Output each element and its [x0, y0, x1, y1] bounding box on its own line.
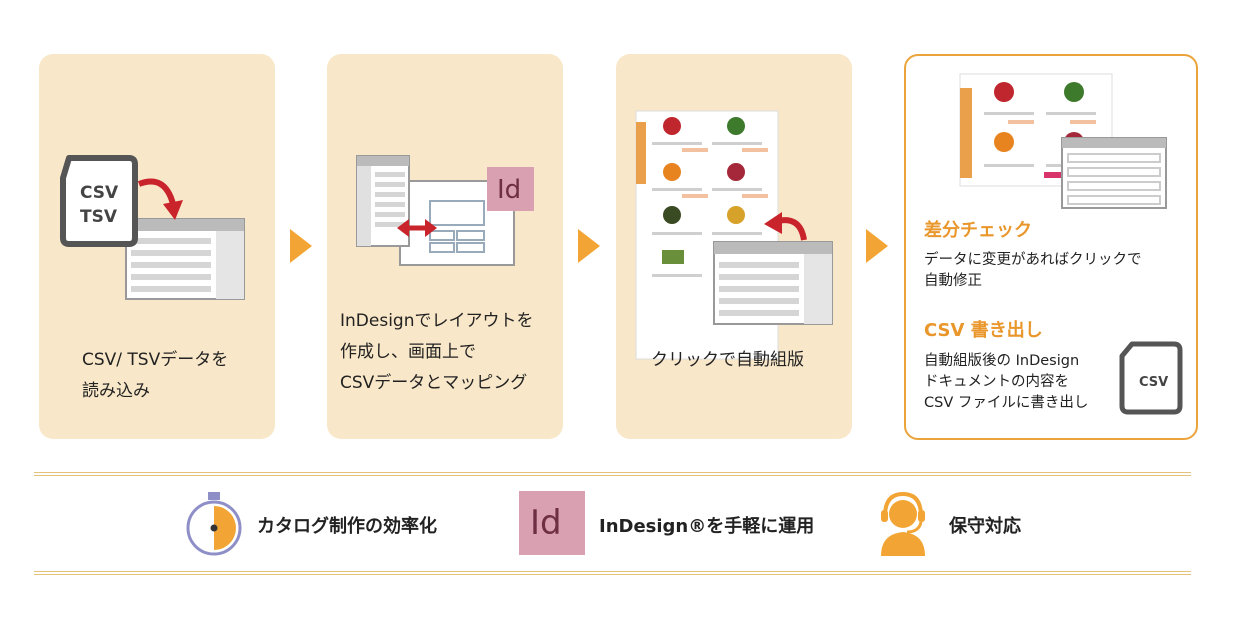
divider-top	[34, 472, 1191, 476]
csv-import-illustration	[60, 155, 245, 300]
layout-mapping-illustration	[356, 155, 534, 266]
step-1-caption: CSV/ TSVデータを 読み込み	[82, 350, 229, 401]
stopwatch-icon	[186, 492, 242, 556]
diff-check-heading: 差分チェック	[924, 220, 1032, 241]
divider-bottom	[34, 571, 1191, 575]
id-logo-text-step2: Id	[497, 175, 522, 205]
step-arrow-2	[578, 229, 600, 263]
headset-support-icon	[881, 491, 925, 556]
indesign-logo-text: Id	[530, 503, 562, 543]
feature-maintenance: 保守対応	[949, 516, 1021, 537]
indesign-logo-icon	[519, 491, 585, 555]
step-arrow-1	[290, 229, 312, 263]
tsv-file-label: TSV	[80, 207, 117, 227]
step-2-caption: InDesignでレイアウトを 作成し、画面上で CSVデータとマッピング	[340, 311, 534, 393]
feature-catalog-efficiency: カタログ制作の効率化	[257, 516, 437, 537]
csv-file-label-1: CSV	[80, 183, 119, 203]
diff-check-illustration	[959, 73, 1183, 415]
csv-export-text: 自動組版後の InDesign ドキュメントの内容を CSV ファイルに書き出し	[924, 353, 1089, 411]
diff-check-text: データに変更があればクリックで 自動修正	[924, 252, 1142, 289]
feature-indesign-easy: InDesign®を手軽に運用	[599, 516, 815, 537]
auto-typesetting-illustration	[635, 110, 833, 360]
step-arrow-3	[866, 229, 888, 263]
csv-export-heading: CSV 書き出し	[924, 320, 1043, 341]
step-3-caption: クリックで自動組版	[651, 350, 804, 370]
csv-file-label-2: CSV	[1139, 375, 1169, 390]
